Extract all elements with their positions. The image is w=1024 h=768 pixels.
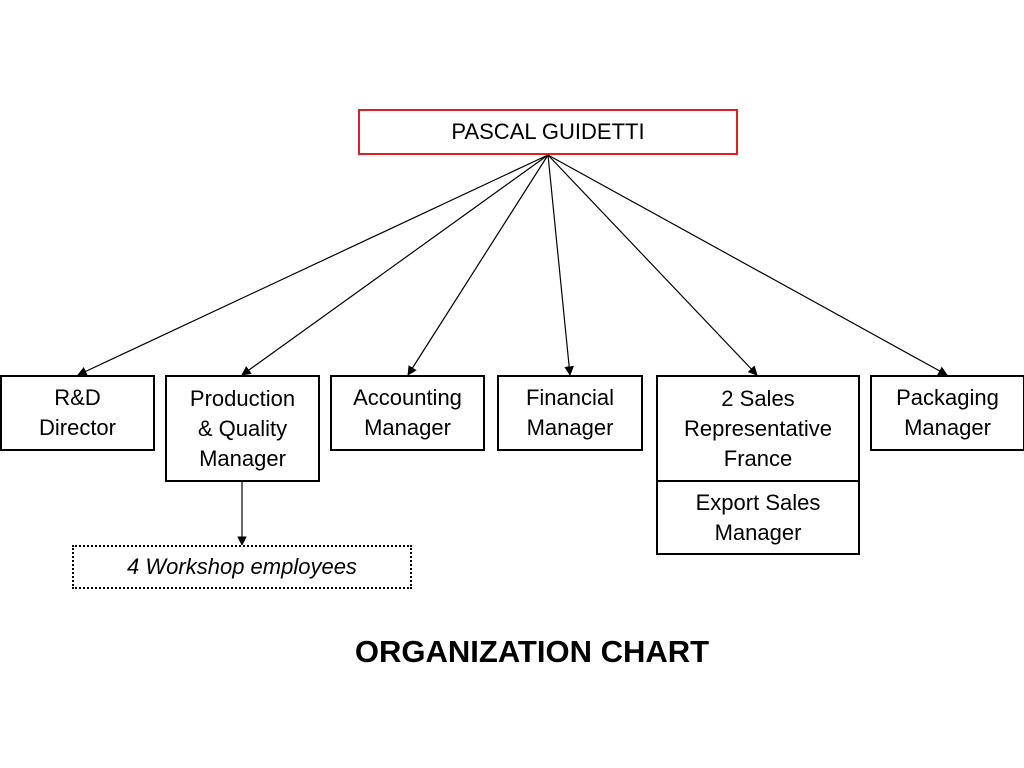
page-title: ORGANIZATION CHART: [354, 634, 710, 669]
connector-root-to-sales: [547, 154, 758, 376]
root-node-pascal-guidetti: PASCAL GUIDETTI: [358, 109, 738, 155]
connector-root-to-pack: [547, 154, 948, 376]
node-financial-manager: Financial Manager: [497, 375, 643, 451]
node-accounting-manager: Accounting Manager: [330, 375, 485, 451]
node-workshop-employees: 4 Workshop employees: [72, 545, 412, 589]
node-production-quality-manager: Production & Quality Manager: [165, 375, 320, 482]
node-export-sales-manager: Export Sales Manager: [656, 480, 860, 555]
connector-root-to-rd: [77, 154, 549, 376]
connector-root-to-prod: [241, 154, 549, 376]
node-packaging-manager: Packaging Manager: [870, 375, 1024, 451]
connector-root-to-acct: [407, 154, 549, 376]
connector-root-to-fin: [547, 154, 574, 376]
node-sales-representative-france: 2 Sales Representative France: [656, 375, 860, 482]
node-rd-director: R&D Director: [0, 375, 155, 451]
